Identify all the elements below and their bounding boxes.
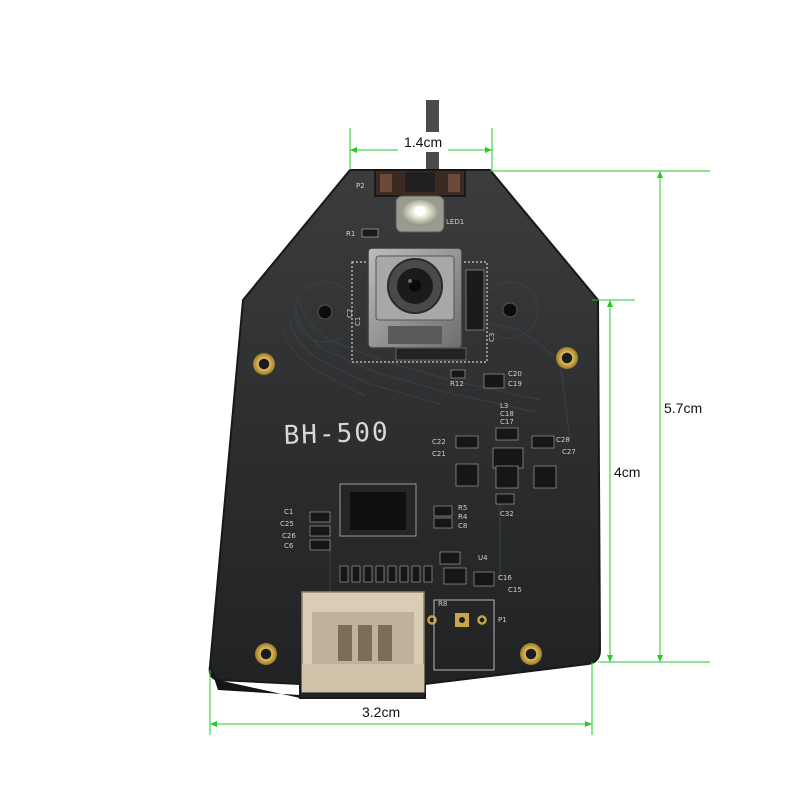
- label-c28: C28: [556, 436, 570, 444]
- label-c25: C25: [280, 520, 294, 528]
- label-c17: C17: [500, 418, 514, 426]
- label-p1: P1: [498, 616, 507, 624]
- label-u4: U4: [478, 554, 488, 562]
- label-c19: C19: [508, 380, 522, 388]
- label-c20: C20: [508, 370, 522, 378]
- screw-hole: [317, 304, 333, 320]
- label-c1: C1: [284, 508, 293, 516]
- screw-hole: [502, 302, 518, 318]
- main-ic-chip: [339, 483, 417, 537]
- label-c22: C22: [432, 438, 446, 446]
- label-c26: C26: [282, 532, 296, 540]
- dimension-bottom-width: 3.2cm: [362, 704, 400, 720]
- smd-resistor: [361, 228, 379, 238]
- label-r8: R8: [438, 600, 447, 608]
- silkscreen-labels: P2 R1 LED1 C2 C1 C3 R12 C20 C19 L3 C18 C…: [280, 182, 576, 624]
- label-led1: LED1: [446, 218, 464, 226]
- p1-pads: [427, 599, 495, 671]
- smd-components: [309, 369, 557, 587]
- label-c18: C18: [500, 410, 514, 418]
- camera-module: [351, 247, 488, 363]
- label-r12: R12: [450, 380, 464, 388]
- mounting-hole: [253, 353, 275, 375]
- label-r1: R1: [346, 230, 355, 238]
- bottom-connector: [301, 591, 425, 693]
- dimension-side-height: 4cm: [614, 464, 640, 480]
- label-l3: L3: [500, 402, 508, 410]
- board-model-label: BH-500: [283, 417, 390, 451]
- label-c32: C32: [500, 510, 514, 518]
- label-c21: C21: [432, 450, 446, 458]
- top-connector: [374, 169, 466, 197]
- label-c3: C3: [488, 333, 496, 342]
- label-c8: C8: [458, 522, 467, 530]
- mounting-holes: [253, 302, 578, 665]
- label-c15: C15: [508, 586, 522, 594]
- dimension-arrowheads: [210, 147, 663, 727]
- dimension-total-height: 5.7cm: [664, 400, 702, 416]
- mounting-hole: [255, 643, 277, 665]
- label-c1-side: C1: [354, 317, 362, 326]
- label-r4: R4: [458, 513, 468, 521]
- dimension-top-width: 1.4cm: [404, 134, 442, 150]
- mounting-hole: [556, 347, 578, 369]
- label-c16: C16: [498, 574, 512, 582]
- dimension-annotations: [209, 128, 710, 735]
- label-c2: C2: [346, 309, 354, 318]
- label-r5: R5: [458, 504, 467, 512]
- label-p2: P2: [356, 182, 365, 190]
- label-c6: C6: [284, 542, 294, 550]
- mounting-hole: [520, 643, 542, 665]
- led-component: [395, 195, 445, 233]
- label-c27: C27: [562, 448, 576, 456]
